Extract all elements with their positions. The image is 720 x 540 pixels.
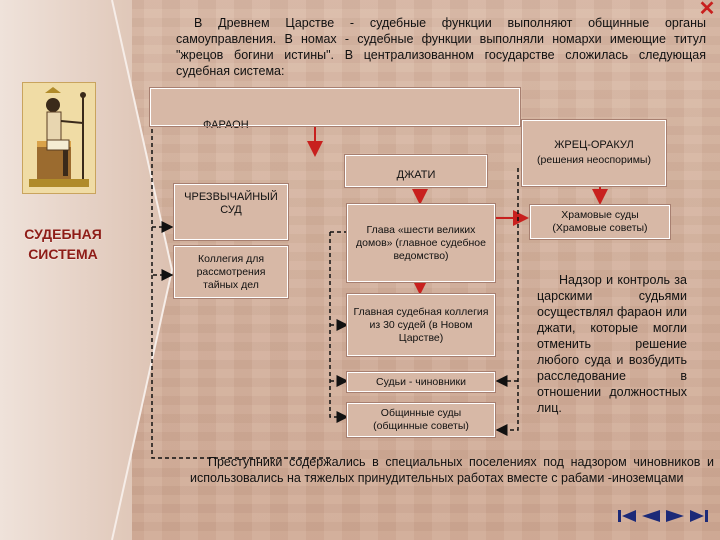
pharaoh-image: [22, 82, 96, 194]
supervision-text: Надзор и контроль за царскими судьями ос…: [537, 273, 687, 415]
communal-courts-box: Общинные суды (общинные советы): [346, 402, 496, 438]
intro-text: В Древнем Царстве - судебные функции вып…: [176, 16, 706, 78]
main-collegium-box: Главная судебная коллегия из 30 судей (в…: [346, 293, 496, 357]
judges-officials-box: Судьи - чиновники: [346, 371, 496, 393]
extraordinary-court-box: ЧРЕЗВЫЧАЙНЫЙ СУД: [173, 183, 289, 241]
great-houses-box: Глава «шести великих домов» (главное суд…: [346, 203, 496, 283]
side-title: СУДЕБНАЯ СИСТЕМА: [24, 226, 102, 262]
prev-slide-icon[interactable]: [640, 508, 662, 524]
priest-oracle-note: (решения неоспоримы): [537, 154, 651, 166]
jati-label: ДЖАТИ: [396, 169, 436, 181]
great-houses-label: Глава «шести великих домов» (главное суд…: [356, 223, 486, 262]
secret-collegium-box: Коллегия для рассмотрения тайных дел: [173, 245, 289, 299]
priest-oracle-label: ЖРЕЦ-ОРАКУЛ: [554, 139, 634, 151]
pharaoh-box: ФАРАОН: [149, 87, 521, 131]
jati-box: ДЖАТИ: [344, 154, 488, 188]
last-slide-icon[interactable]: [688, 508, 710, 524]
footer-text: Преступники содержались в специальных по…: [190, 455, 714, 485]
next-slide-icon[interactable]: [664, 508, 686, 524]
judges-officials-label: Судьи - чиновники: [376, 375, 466, 388]
main-collegium-label: Главная судебная коллегия из 30 судей (в…: [353, 305, 489, 344]
extraordinary-court-label: ЧРЕЗВЫЧАЙНЫЙ СУД: [184, 191, 278, 216]
priest-oracle-box: ЖРЕЦ-ОРАКУЛ (решения неоспоримы): [521, 119, 667, 187]
temple-courts-label: Храмовые суды (Храмовые советы): [552, 209, 648, 234]
temple-courts-box: Храмовые суды (Храмовые советы): [529, 204, 671, 240]
close-icon[interactable]: ✕: [698, 0, 716, 20]
secret-collegium-label: Коллегия для рассмотрения тайных дел: [196, 252, 266, 291]
communal-courts-label: Общинные суды (общинные советы): [373, 407, 469, 432]
first-slide-icon[interactable]: [616, 508, 638, 524]
pharaoh-label: ФАРАОН: [203, 119, 249, 131]
